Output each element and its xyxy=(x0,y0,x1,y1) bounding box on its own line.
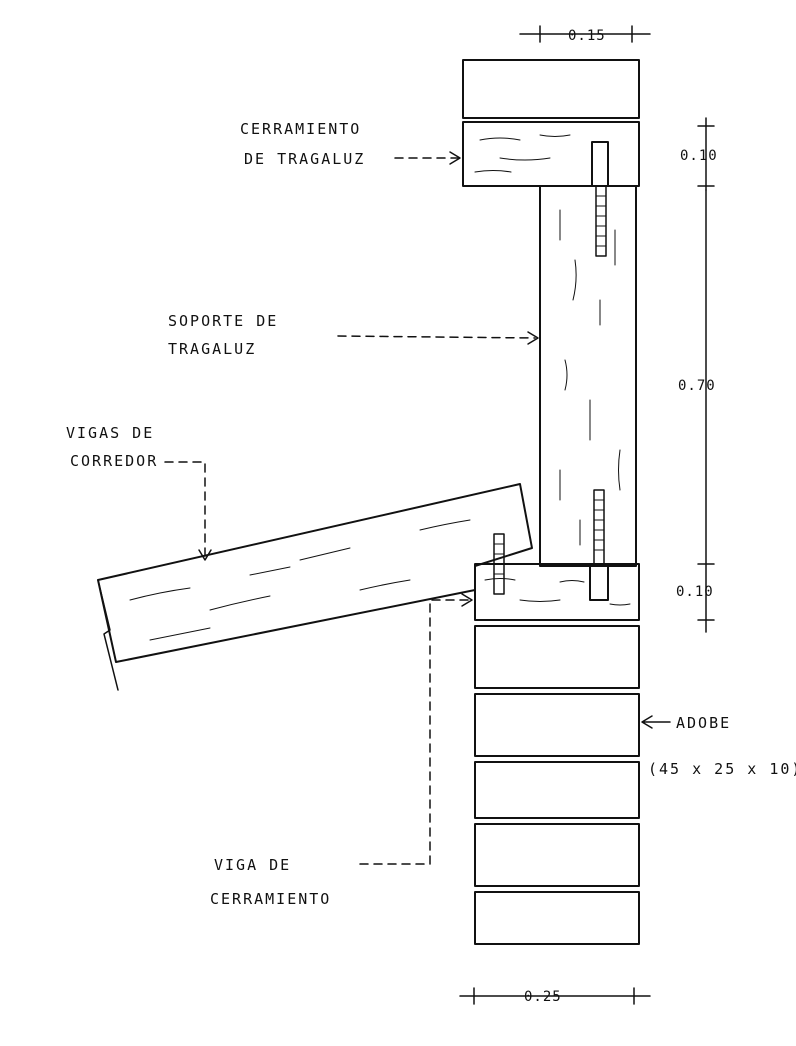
adobe-wall xyxy=(474,625,640,945)
dim-top-width: 0.15 xyxy=(568,28,606,44)
label-cerramiento-tragaluz-line2: DE TRAGALUZ xyxy=(244,150,365,168)
label-viga-cerramiento-line1: VIGA DE xyxy=(214,856,291,874)
label-vigas-line2: CORREDOR xyxy=(70,452,158,470)
corridor-beam xyxy=(97,483,533,691)
dimension-lines xyxy=(459,25,715,1005)
label-soporte-line1: SOPORTE DE xyxy=(168,312,278,330)
dim-bottom-beam: 0.10 xyxy=(676,584,714,600)
dim-support-height: 0.70 xyxy=(678,378,716,394)
label-adobe-size: (45 x 25 x 10) xyxy=(648,760,796,778)
dim-top-beam: 0.10 xyxy=(680,148,718,164)
bottom-closure-beam xyxy=(474,533,640,621)
skylight-support-post xyxy=(539,185,637,567)
label-viga-cerramiento-line2: CERRAMIENTO xyxy=(210,890,331,908)
label-vigas-line1: VIGAS DE xyxy=(66,424,154,442)
top-adobe-block xyxy=(462,59,640,119)
dim-wall-width: 0.25 xyxy=(524,989,562,1005)
label-soporte-line2: TRAGALUZ xyxy=(168,340,256,358)
leader-lines xyxy=(164,151,671,865)
label-adobe: ADOBE xyxy=(676,714,731,732)
label-cerramiento-tragaluz-line1: CERRAMIENTO xyxy=(240,120,361,138)
top-closure-beam xyxy=(462,121,640,187)
